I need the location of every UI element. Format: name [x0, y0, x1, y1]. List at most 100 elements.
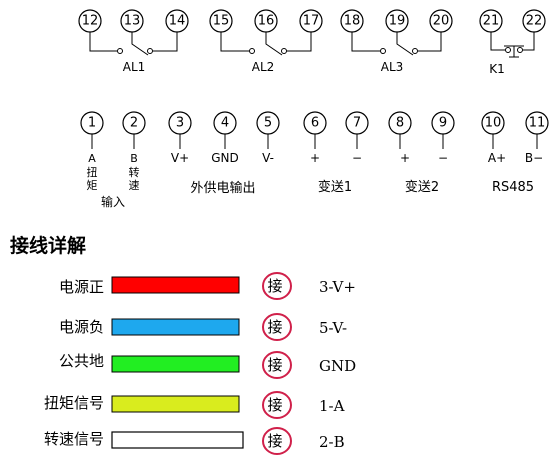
top-terminal-number: 14 — [169, 14, 186, 29]
wire-color-swatch — [111, 355, 240, 373]
bottom-terminal-number: 7 — [353, 116, 361, 131]
terminal-sign: − — [352, 151, 362, 165]
top-terminal-18: 18 — [340, 9, 364, 33]
wiring-row: 扭矩信号 接 1-A — [44, 391, 345, 419]
connect-target: 3-V+ — [319, 278, 356, 296]
signal-terminal-block: 1 A 扭 矩 2 B 转 速 3 V+ 4 GND 5 — [80, 111, 549, 209]
top-terminal-13: 13 — [120, 9, 144, 33]
top-terminal-number: 12 — [82, 14, 99, 29]
terminal-sign: A+ — [488, 151, 506, 165]
bottom-terminal-7: 7 − — [345, 111, 369, 165]
terminal-sign: + — [310, 151, 320, 165]
top-terminal-number: 13 — [124, 14, 141, 29]
section-title: 接线详解 — [10, 234, 86, 257]
connect-marker-ring — [262, 427, 292, 455]
wire-color-swatch — [111, 431, 244, 449]
vertical-label-char: 速 — [129, 179, 140, 192]
wiring-row: 公共地 接 GND — [59, 351, 356, 379]
connect-target: 1-A — [319, 397, 345, 415]
bottom-terminal-2: 2 B 转 速 — [122, 111, 146, 192]
connect-tag: 接 — [267, 356, 282, 374]
bottom-terminal-6: 6 + — [303, 111, 327, 165]
top-terminal-number: 19 — [389, 14, 406, 29]
wire-label: 电源负 — [59, 318, 104, 336]
group-label-tx1: 变送1 — [318, 179, 352, 195]
wire-label: 转速信号 — [44, 430, 104, 448]
group-label-tx2: 变送2 — [405, 179, 439, 195]
terminal-sign: V+ — [171, 151, 189, 165]
wire-label: 电源正 — [59, 278, 104, 296]
terminal-sign: B− — [525, 151, 543, 165]
connect-target: GND — [319, 357, 356, 375]
bottom-terminal-5: 5 V- — [256, 111, 280, 165]
top-terminal-number: 16 — [258, 14, 275, 29]
relay-label-al3: AL3 — [381, 60, 404, 74]
connect-target: 5-V- — [319, 319, 347, 337]
connect-tag: 接 — [267, 432, 282, 450]
relay-label-al2: AL2 — [252, 60, 275, 74]
connect-tag: 接 — [267, 277, 282, 295]
relay-label-k1: K1 — [489, 62, 505, 76]
relay-label-al1: AL1 — [123, 60, 146, 74]
terminal-sign: + — [400, 151, 410, 165]
top-terminal-number: 15 — [213, 14, 230, 29]
top-terminal-number: 22 — [526, 14, 543, 29]
group-label-rs485: RS485 — [492, 180, 534, 195]
top-terminal-22: 22 — [522, 9, 546, 33]
bottom-terminal-number: 4 — [221, 116, 229, 131]
connect-marker-ring — [262, 351, 292, 379]
bottom-terminal-11: 11 B− — [525, 111, 549, 165]
bottom-terminal-8: 8 + — [388, 111, 412, 165]
bottom-terminal-number: 10 — [485, 116, 502, 131]
top-terminal-number: 17 — [303, 14, 320, 29]
top-terminal-number: 21 — [483, 14, 500, 29]
top-terminal-20: 20 — [429, 9, 453, 33]
top-terminal-12: 12 — [78, 9, 102, 33]
relay-terminal-block: 12 13 14 15 16 17 18 19 — [78, 9, 546, 76]
bottom-terminal-1: 1 A 扭 矩 — [80, 111, 104, 192]
k1-switch: K1 — [489, 32, 535, 76]
bottom-terminal-number: 5 — [264, 116, 272, 131]
group-label-input: 输入 — [101, 194, 125, 209]
relay-al3-contact: AL3 — [351, 32, 442, 74]
terminal-sign: GND — [211, 151, 239, 165]
wire-color-swatch — [111, 276, 240, 294]
vertical-label-char: 矩 — [87, 179, 98, 192]
bottom-terminal-4: 4 GND — [211, 111, 239, 165]
bottom-terminal-number: 11 — [529, 116, 546, 131]
vertical-label-char: 扭 — [87, 165, 98, 179]
top-terminal-16: 16 — [254, 9, 278, 33]
top-terminal-15: 15 — [209, 9, 233, 33]
top-terminal-number: 18 — [344, 14, 361, 29]
relay-al1-contact: AL1 — [89, 32, 178, 74]
relay-al2-contact: AL2 — [220, 32, 312, 74]
terminal-sign: V- — [262, 151, 274, 165]
bottom-terminal-number: 9 — [439, 116, 447, 131]
top-terminal-19: 19 — [385, 9, 409, 33]
top-terminal-14: 14 — [165, 9, 189, 33]
connect-tag: 接 — [267, 396, 282, 414]
wire-color-swatch — [111, 395, 240, 413]
wire-color-swatch — [111, 318, 240, 336]
connect-target: 2-B — [319, 433, 345, 451]
top-terminal-21: 21 — [479, 9, 503, 33]
bottom-terminal-number: 3 — [176, 116, 184, 131]
top-terminal-number: 20 — [433, 14, 450, 29]
top-terminal-17: 17 — [299, 9, 323, 33]
bottom-terminal-3: 3 V+ — [168, 111, 192, 165]
connect-marker-ring — [262, 272, 292, 300]
bottom-terminal-number: 2 — [130, 116, 138, 131]
vertical-label-char: 转 — [129, 165, 140, 179]
connect-marker-ring — [262, 391, 292, 419]
connect-marker-ring — [262, 313, 292, 341]
wiring-row: 电源负 接 5-V- — [59, 313, 347, 341]
bottom-terminal-10: 10 A+ — [481, 111, 506, 165]
wiring-row: 电源正 接 3-V+ — [59, 272, 356, 300]
group-label-power-out: 外供电输出 — [190, 180, 255, 196]
terminal-sign: B — [130, 152, 138, 165]
wire-label: 扭矩信号 — [44, 394, 104, 412]
bottom-terminal-number: 8 — [396, 116, 404, 131]
wiring-row: 转速信号 接 2-B — [44, 427, 345, 455]
connect-tag: 接 — [267, 318, 282, 336]
